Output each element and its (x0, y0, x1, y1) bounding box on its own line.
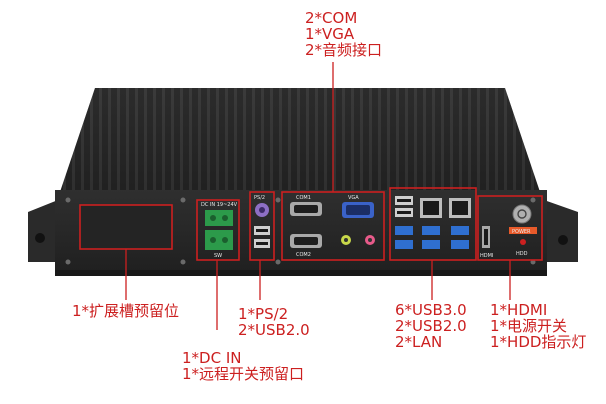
callout-usb-lan: 6*USB3.0 2*USB2.0 2*LAN (395, 302, 467, 350)
mounting-bracket-right (544, 200, 578, 262)
callout-lines (125, 62, 511, 330)
hdmi-label: HDMI (480, 253, 493, 259)
callout-line: 2*LAN (395, 333, 443, 351)
dc-in-terminal: DC IN 19~24V SW (196, 199, 240, 261)
com2-label: COM2 (296, 252, 311, 258)
callout-expansion-slot: 1*扩展槽预留位 (72, 303, 179, 319)
callout-com-vga-audio: 2*COM 1*VGA 2*音频接口 (305, 10, 382, 58)
vga-label: VGA (348, 195, 359, 201)
expansion-slot-cover (79, 204, 173, 250)
callout-line: 1*HDMI (490, 301, 548, 319)
callout-line: 2*USB2.0 (395, 317, 467, 335)
sw-label: SW (214, 253, 222, 259)
callout-line: 2*音频接口 (305, 41, 383, 59)
com1-label: COM1 (296, 195, 311, 201)
ps2-label: PS/2 (254, 195, 265, 201)
com-vga-audio-group: COM1 VGA COM2 (281, 191, 385, 261)
callout-dc-in: 1*DC IN 1*远程开关预留口 (182, 350, 304, 382)
callout-line: 1*VGA (305, 25, 355, 43)
power-label: POWER (512, 229, 531, 235)
callout-ps2-usb: 1*PS/2 2*USB2.0 (238, 306, 310, 338)
heatsink-fins (60, 88, 540, 192)
callout-line: 1*PS/2 (238, 305, 289, 323)
callout-line: 2*COM (305, 9, 358, 27)
callout-line: 1*DC IN (182, 349, 242, 367)
callout-line: 1*HDD指示灯 (490, 333, 587, 351)
callout-line: 2*USB2.0 (238, 321, 310, 339)
callout-line: 1*扩展槽预留位 (72, 302, 180, 320)
panel-screws (65, 197, 536, 265)
dcin-label: DC IN 19~24V (201, 202, 238, 208)
mounting-bracket-left (28, 200, 58, 262)
callout-line: 1*远程开关预留口 (182, 365, 305, 383)
usb-lan-group (389, 187, 477, 261)
callout-hdmi-power: 1*HDMI 1*电源开关 1*HDD指示灯 (490, 302, 586, 350)
hdmi-power-group: HDMI POWER HDD (477, 195, 543, 261)
ps2-usb-group: PS/2 (249, 191, 275, 261)
callout-line: 1*电源开关 (490, 317, 568, 335)
hdd-label: HDD (516, 251, 528, 257)
callout-line: 6*USB3.0 (395, 301, 467, 319)
